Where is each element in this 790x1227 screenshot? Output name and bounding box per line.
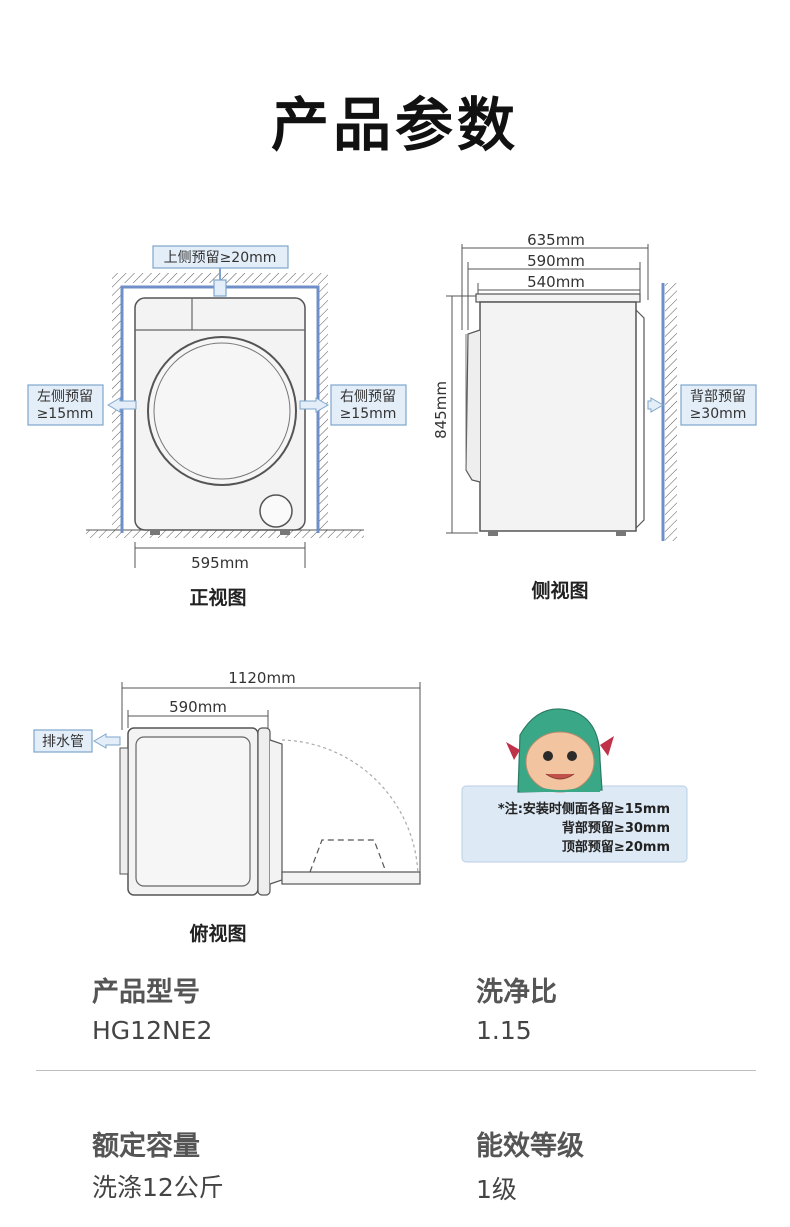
side-view: 635mm 590mm 540mm 845mm 背部预留 ≥30mm 侧视图 [432,231,757,602]
right-clearance-tag [330,384,407,426]
washer-side [479,301,637,532]
front-width-dim: 595mm [191,554,249,572]
spec-label-energy: 能效等级 [476,1131,584,1162]
side-height-dim: 845mm [432,381,450,439]
spec-value-energy: 1级 [476,1175,517,1204]
spec-label-wash-ratio: 洗净比 [476,977,557,1008]
note-line-1: *注:安装时侧面各留≥15mm [498,801,670,817]
installation-diagram: 上侧预留≥20mm 左侧预留 ≥15mm 右侧预留 ≥15mm 595mm 正视… [27,231,757,945]
spec-value-wash-ratio: 1.15 [476,1016,532,1045]
left-clearance-text-1: 左侧预留 [37,389,93,405]
drain-tag [33,729,93,753]
right-clearance-text-2: ≥15mm [340,406,397,422]
spec-value-capacity: 洗涤12公斤 [92,1173,224,1202]
back-wall [665,283,677,541]
front-view: 上侧预留≥20mm 左侧预留 ≥15mm 右侧预留 ≥15mm 595mm 正视… [27,245,407,609]
front-view-caption: 正视图 [189,586,246,609]
door-profile [465,329,481,483]
top-clearance-text: 上侧预留≥20mm [164,250,277,266]
top-depth-dim: 590mm [169,698,227,716]
floor [86,530,364,538]
right-clearance-text-1: 右侧预留 [340,389,396,405]
side-dim-635: 635mm [527,231,585,249]
page-title: 产品参数 [270,91,519,159]
side-view-caption: 侧视图 [531,579,588,602]
spec-divider [36,1070,756,1071]
spec-value-model: HG12NE2 [92,1016,213,1045]
back-clearance-text-1: 背部预留 [690,389,746,405]
mascot-icon [506,708,614,793]
side-dim-540: 540mm [527,273,585,291]
left-clearance-tag [27,384,104,426]
mascot-note: *注:安装时侧面各留≥15mm 背部预留≥30mm 顶部预留≥20mm [461,708,688,863]
open-door [281,871,421,885]
back-clearance-tag [680,384,757,426]
drain-tag-text: 排水管 [42,734,84,750]
left-clearance-text-2: ≥15mm [37,406,94,422]
side-dim-590: 590mm [527,252,585,270]
washer-door [147,336,297,486]
top-view-caption: 俯视图 [189,922,246,945]
door-swing-arc [281,739,419,877]
note-line-2: 背部预留≥30mm [562,820,670,836]
note-line-3: 顶部预留≥20mm [562,839,670,855]
top-clearance-tag [152,245,289,269]
top-view: 1120mm 590mm 排水管 俯视图 [33,669,421,945]
spec-label-model: 产品型号 [92,977,200,1008]
filter-cap [259,494,293,528]
spec-label-capacity: 额定容量 [92,1131,200,1162]
back-clearance-text-2: ≥30mm [690,406,747,422]
top-total-dim: 1120mm [228,669,295,687]
